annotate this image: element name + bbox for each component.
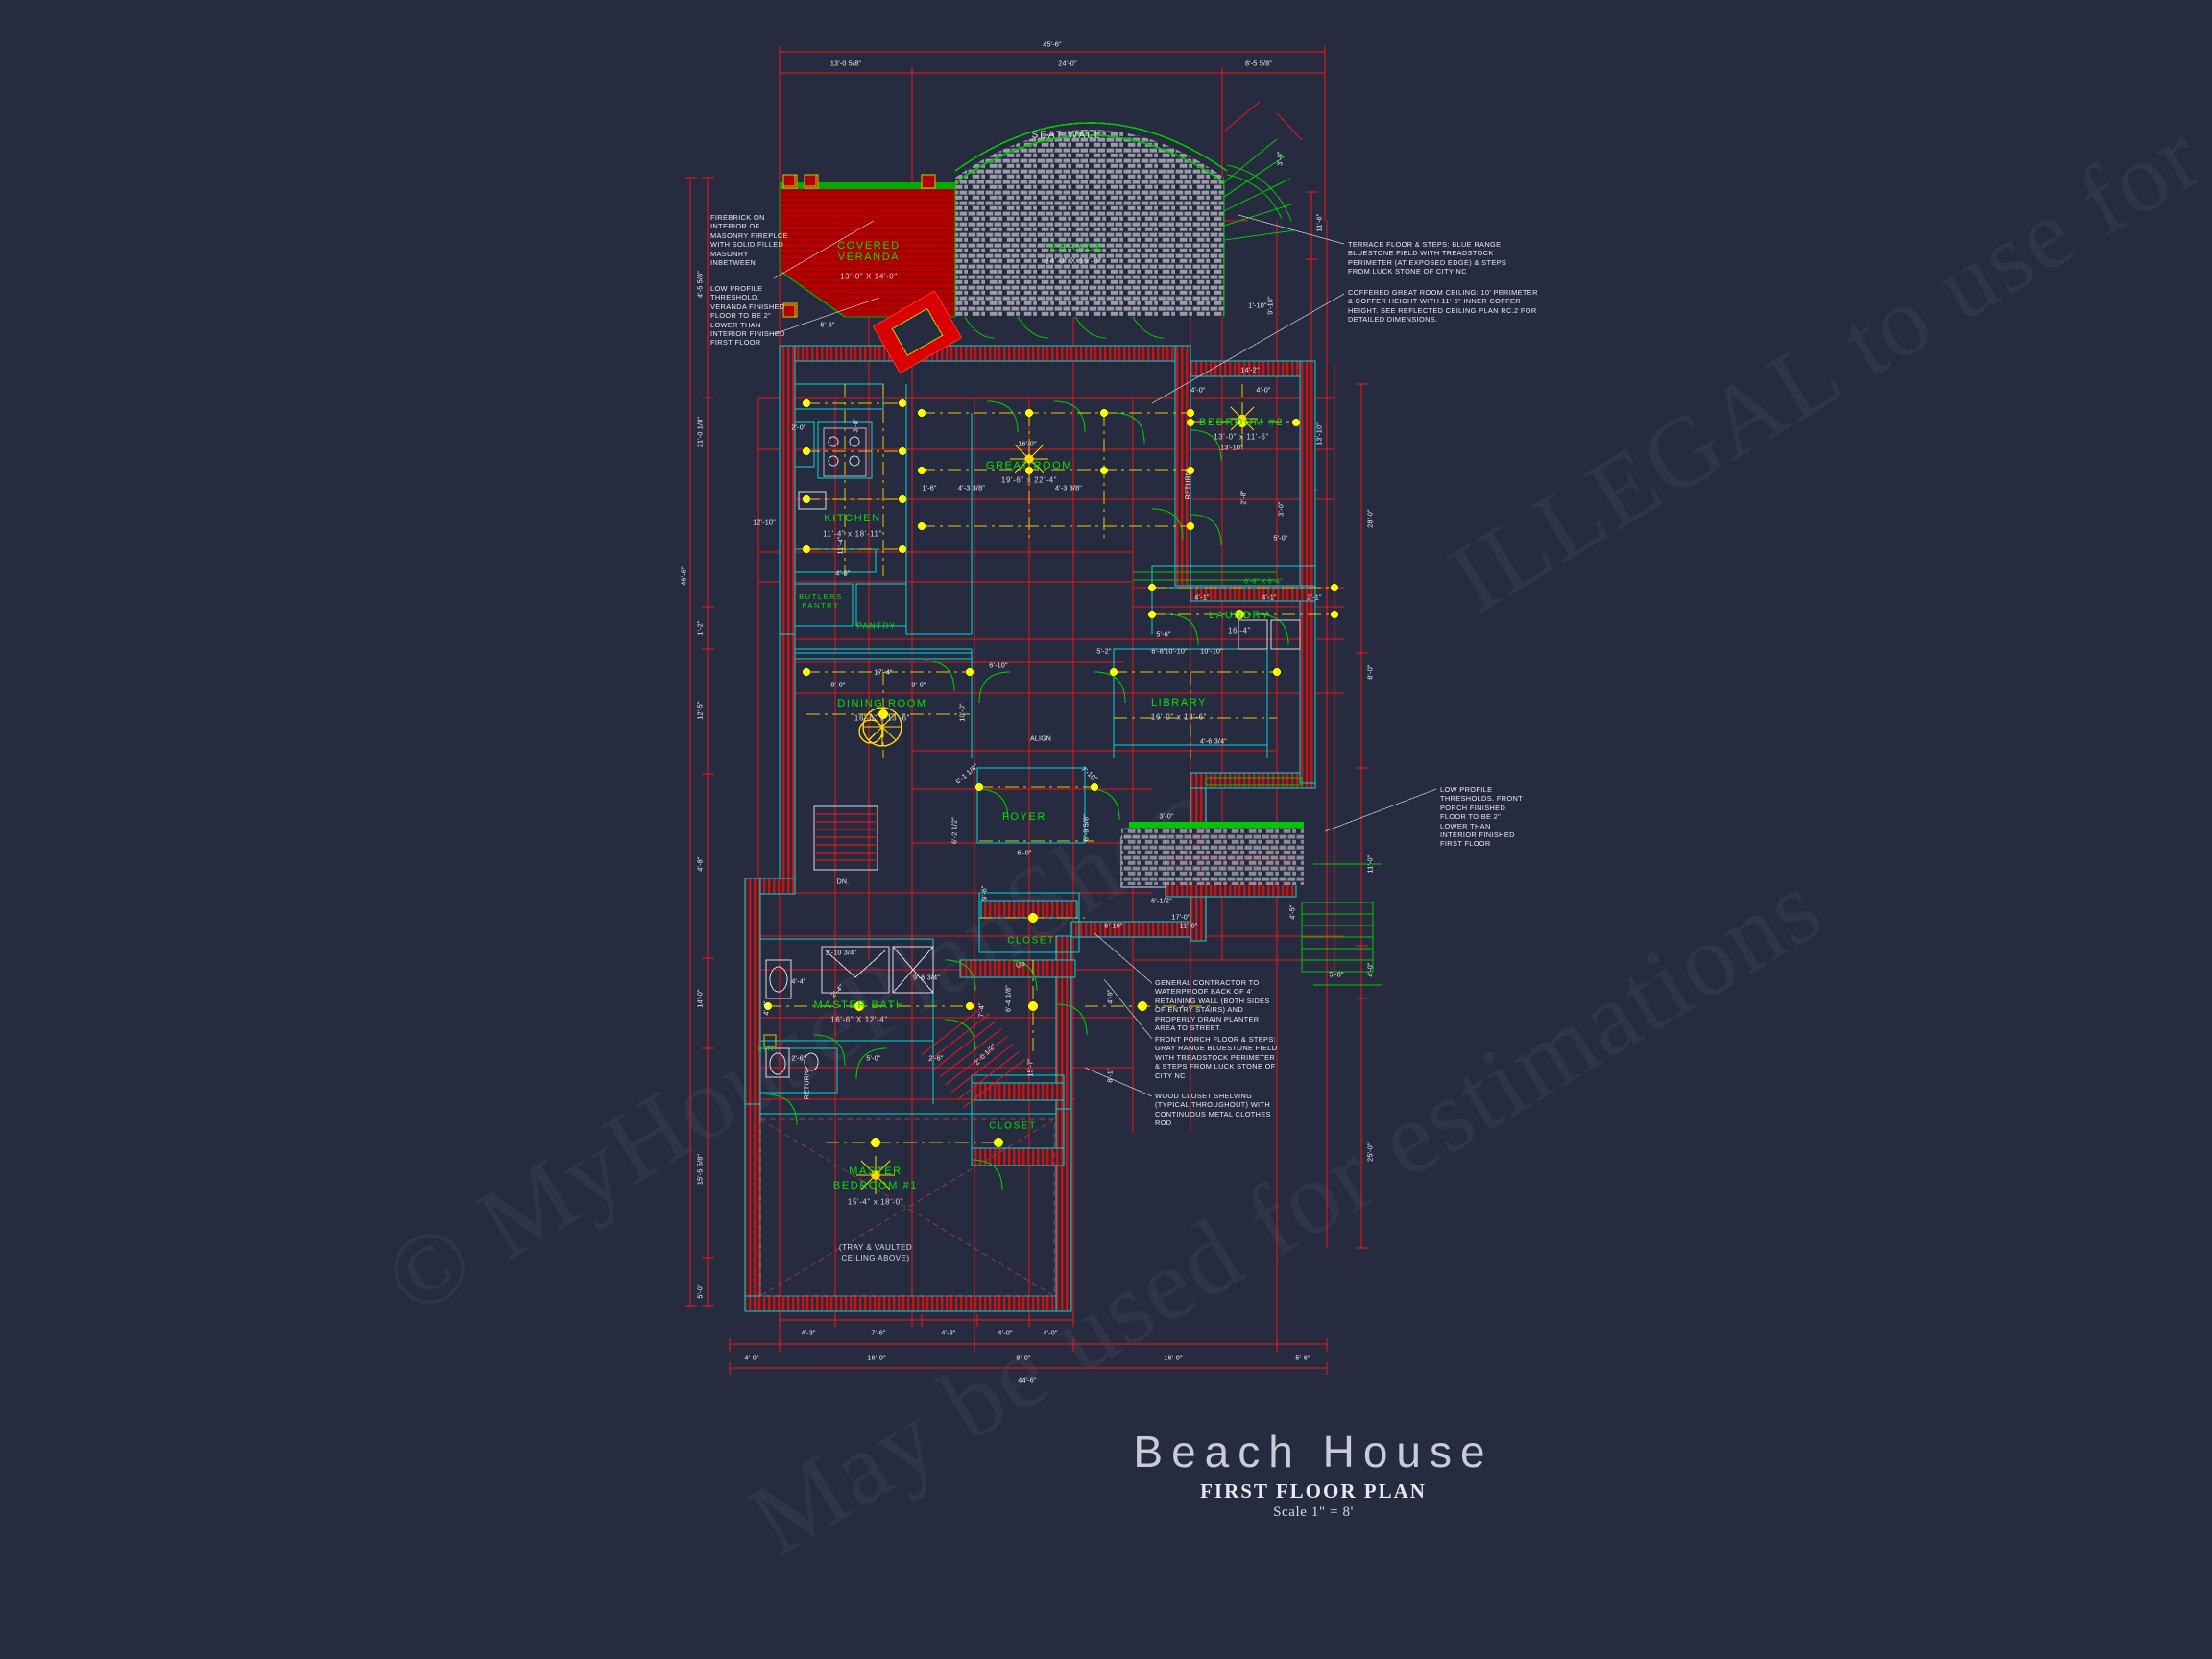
- note-closet-shelving: WOOD CLOSET SHELVING (TYPICAL THROUGHOUT…: [1155, 1092, 1271, 1128]
- note-terrace-floor: TERRACE FLOOR & STEPS: BLUE RANGE BLUEST…: [1348, 240, 1507, 276]
- note-veranda-threshold: LOW PROFILE THRESHOLD. VERANDA FINISHED …: [710, 284, 785, 348]
- note-waterproof: GENERAL CONTRACTOR TO WATERPROOF BACK OF…: [1155, 978, 1270, 1033]
- note-coffered-ceiling: COFFERED GREAT ROOM CEILING: 10' PERIMET…: [1348, 288, 1538, 325]
- note-firebrick: FIREBRICK ON INTERIOR OF MASONRY FIREPLC…: [710, 213, 788, 268]
- note-front-porch-floor: FRONT PORCH FLOOR & STEPS: GRAY RANGE BL…: [1155, 1035, 1278, 1080]
- note-front-porch-threshold: LOW PROFILE THRESHOLDS. FRONT PORCH FINI…: [1440, 785, 1523, 849]
